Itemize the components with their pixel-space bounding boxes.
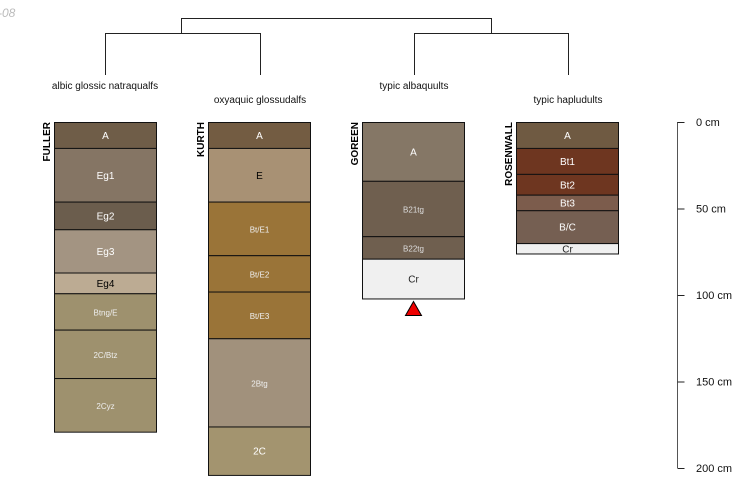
axis-tick-label: 50 cm bbox=[696, 204, 726, 216]
horizon bbox=[208, 122, 311, 149]
horizon-label: A bbox=[102, 131, 109, 142]
profile-name: ROSENWALL bbox=[504, 122, 515, 186]
horizon-label: Bt/E1 bbox=[250, 225, 270, 234]
horizon bbox=[516, 210, 619, 245]
horizon-label: 2C bbox=[253, 447, 266, 458]
horizon-label: Eg3 bbox=[97, 247, 115, 258]
horizon bbox=[516, 122, 619, 149]
horizon-label: Bt1 bbox=[560, 157, 575, 168]
horizon-label: Bt/E2 bbox=[250, 270, 270, 279]
axis-tick-label: 200 cm bbox=[696, 463, 732, 475]
horizon bbox=[54, 122, 157, 149]
horizon-label: B/C bbox=[559, 223, 576, 234]
taxon-label: oxyaquic glossudalfs bbox=[214, 95, 306, 106]
horizon bbox=[208, 291, 311, 340]
axis-tick-label: 0 cm bbox=[696, 117, 720, 129]
axis-tick-label: 150 cm bbox=[696, 377, 732, 389]
horizon-label: Eg2 bbox=[97, 211, 115, 222]
horizon-label: Btng/E bbox=[93, 308, 117, 317]
horizon-label: 2Cyz bbox=[96, 402, 114, 411]
horizon-label: E bbox=[256, 171, 263, 182]
bottom-marker-triangle-icon bbox=[404, 300, 423, 316]
corner-label: -08 bbox=[0, 6, 16, 20]
profile-name: GOREEN bbox=[350, 122, 361, 165]
profile-name: FULLER bbox=[42, 121, 53, 161]
horizon-label: Cr bbox=[562, 244, 573, 255]
profile-name: KURTH bbox=[196, 122, 207, 157]
horizon-label: Bt/E3 bbox=[250, 312, 270, 321]
horizon-label: B22tg bbox=[403, 244, 424, 253]
taxon-label: typic hapludults bbox=[534, 95, 603, 106]
horizon-label: Eg1 bbox=[97, 171, 115, 182]
horizon-label: A bbox=[410, 147, 417, 158]
horizon bbox=[516, 147, 619, 175]
horizon bbox=[54, 147, 157, 203]
horizon-label: A bbox=[256, 131, 263, 142]
horizon-label: Eg4 bbox=[97, 279, 115, 290]
horizon bbox=[362, 180, 465, 238]
horizon-label: 2C/Btz bbox=[93, 351, 117, 360]
horizon bbox=[208, 201, 311, 257]
horizon-label: A bbox=[564, 131, 571, 142]
horizon-label: B21tg bbox=[403, 206, 424, 215]
horizon bbox=[54, 378, 157, 433]
horizon-label: Bt2 bbox=[560, 180, 575, 191]
taxon-label: albic glossic natraqualfs bbox=[52, 81, 158, 92]
axis-tick-label: 100 cm bbox=[696, 290, 732, 302]
horizon bbox=[362, 122, 465, 182]
horizon bbox=[208, 426, 311, 476]
taxon-label: typic albaquults bbox=[380, 81, 449, 92]
horizon-label: Cr bbox=[408, 275, 419, 286]
horizon-label: 2Btg bbox=[251, 379, 267, 388]
dendrogram bbox=[105, 18, 569, 75]
horizon bbox=[54, 229, 157, 274]
horizon bbox=[362, 258, 465, 300]
horizon bbox=[516, 243, 619, 255]
horizon bbox=[208, 338, 311, 428]
horizon bbox=[208, 147, 311, 203]
depth-axis: 0 cm 50 cm 100 cm 150 cm 200 cm bbox=[677, 117, 732, 475]
horizon-label: Bt3 bbox=[560, 198, 575, 209]
